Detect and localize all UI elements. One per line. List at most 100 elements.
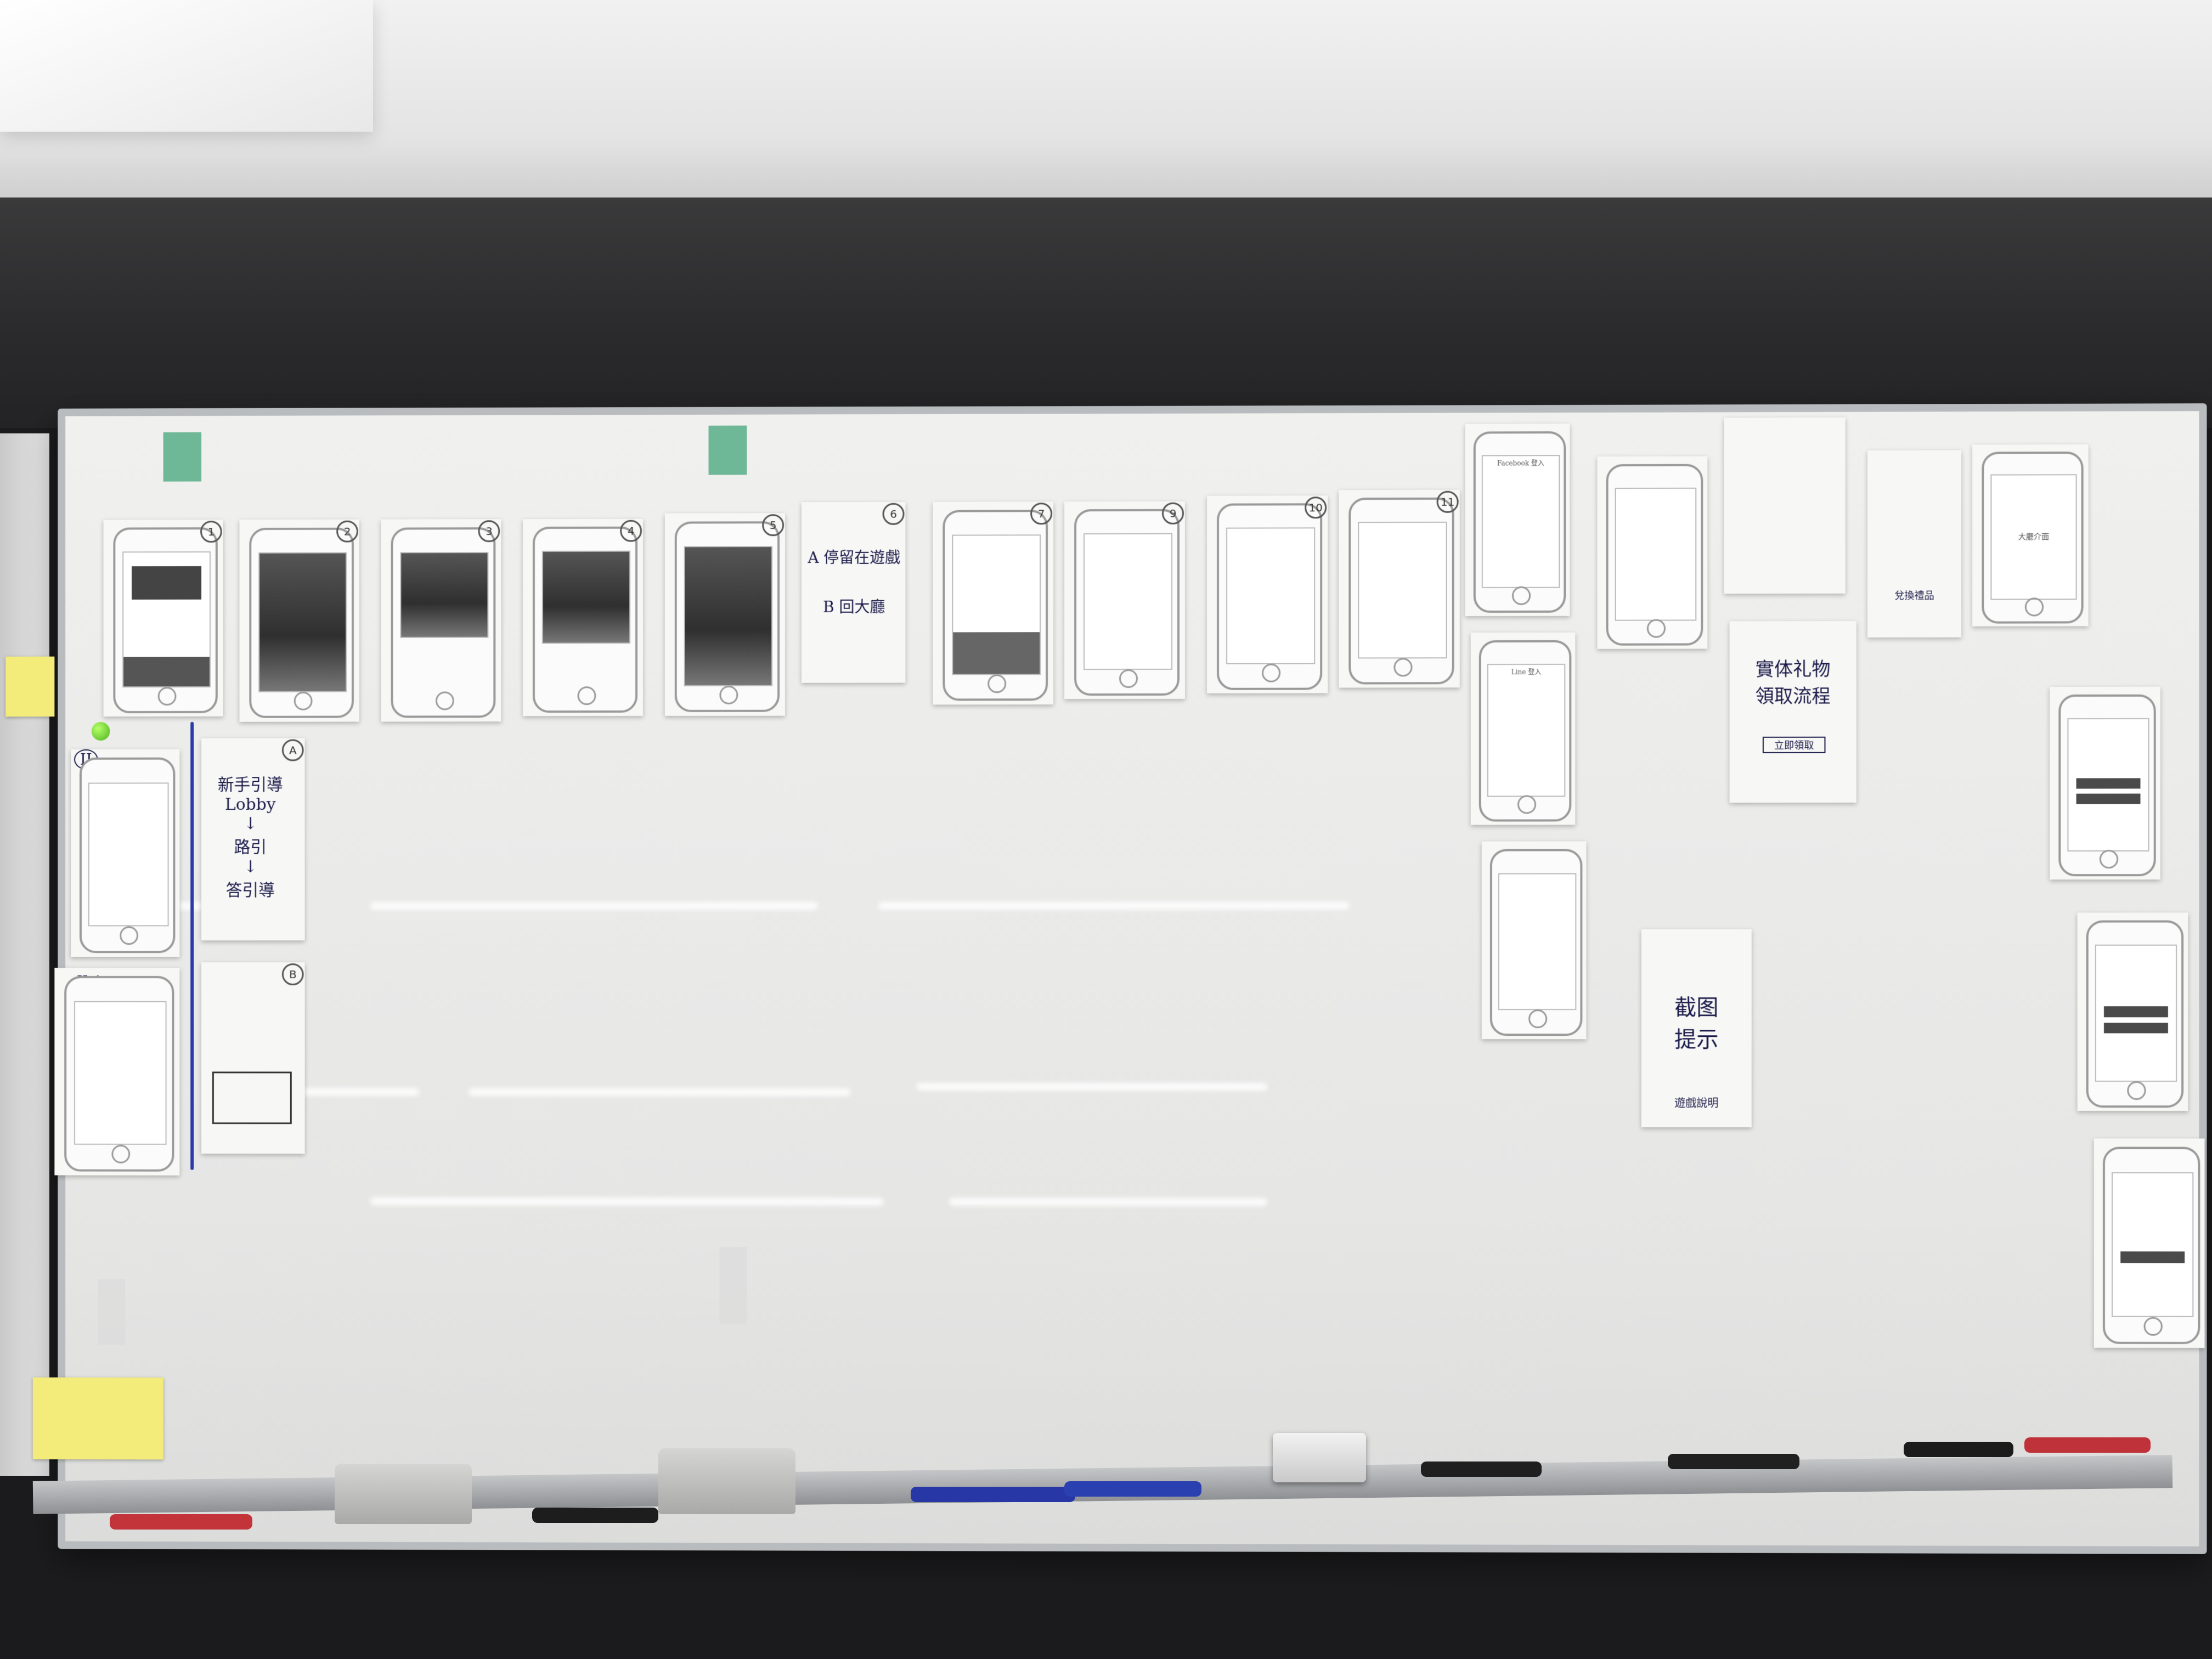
marker-red-right[interactable] xyxy=(2024,1437,2151,1453)
marker-red-left[interactable] xyxy=(110,1514,252,1530)
prototype-sheet-1: 1 xyxy=(103,520,223,717)
marker-black-3[interactable] xyxy=(1668,1454,1799,1469)
note-6-option-b: B 回大廳 xyxy=(823,597,885,616)
onboarding-note: 新手引導 Lobby ↓ 路引 ↓ 答引導 xyxy=(217,775,283,900)
blue-divider-line xyxy=(190,721,194,1170)
home-button-icon xyxy=(294,691,313,710)
frame-number: 5 xyxy=(762,514,785,537)
form-bar xyxy=(2120,1251,2185,1263)
whiteboard: 1 2 3 4 xyxy=(5,403,2207,1554)
phone-screen xyxy=(1498,873,1576,1011)
eraser[interactable] xyxy=(1273,1433,1366,1482)
phone-outline xyxy=(532,527,638,713)
home-button-icon xyxy=(1517,795,1537,814)
form-bar xyxy=(2104,1023,2168,1034)
phone-screen xyxy=(1226,527,1316,664)
phone-outline xyxy=(2102,1147,2200,1344)
home-button-icon xyxy=(719,685,738,704)
phone-screen xyxy=(88,782,169,927)
green-tape-2 xyxy=(708,425,747,475)
prototype-sheet-c xyxy=(1481,841,1587,1040)
phone-screen xyxy=(2111,1172,2194,1317)
phone-outline xyxy=(64,976,174,1172)
form-bar xyxy=(2076,778,2141,789)
facebook-login-title: Facebook 登入 xyxy=(1497,459,1545,467)
phone-outline xyxy=(79,757,176,953)
phone-outline xyxy=(2086,920,2184,1108)
phone-screen: 大廳介面 xyxy=(1990,473,2077,600)
prototype-sheet-9: 9 xyxy=(1064,501,1186,699)
phone-outline xyxy=(1074,509,1180,696)
prototype-sheet-lobby: 大廳介面 xyxy=(1972,444,2089,627)
phone-screen xyxy=(122,551,211,688)
glare-3 xyxy=(878,901,1350,910)
sticky-note-left-edge xyxy=(5,656,55,717)
handwritten-sheet-6: 6 A 停留在遊戲 B 回大廳 xyxy=(801,501,906,683)
marker-blue-2[interactable] xyxy=(1064,1481,1201,1497)
phone-screen xyxy=(541,550,631,644)
screenshot-hint-note: 截图 提示 xyxy=(1674,995,1719,1053)
frame-number: 4 xyxy=(620,520,642,542)
phone-screen xyxy=(1083,533,1173,670)
frame-number: A xyxy=(281,739,304,761)
frame-number: 10 xyxy=(1305,496,1327,519)
bottom-block xyxy=(123,657,210,687)
prototype-sheet-11: 11 xyxy=(1339,489,1460,688)
home-button-icon xyxy=(577,686,596,705)
gift-claim-button-sketch: 立即領取 xyxy=(1762,736,1826,753)
line-login-title: Line 登入 xyxy=(1511,668,1542,676)
phone-outline xyxy=(1490,849,1583,1036)
ceiling-light xyxy=(0,0,373,132)
phone-outline xyxy=(674,521,780,713)
phone-screen xyxy=(1615,487,1697,621)
frame-number: 6 xyxy=(882,503,905,525)
prototype-sheet-right-2 xyxy=(2077,912,2188,1111)
phone-screen xyxy=(684,545,773,686)
marker-black-4[interactable] xyxy=(1904,1442,2013,1457)
marker-black-2[interactable] xyxy=(1421,1462,1542,1477)
game-block xyxy=(952,632,1040,674)
prototype-sheet-3: 3 xyxy=(381,519,501,722)
home-button-icon xyxy=(1511,586,1531,606)
home-button-icon xyxy=(111,1144,131,1164)
frame-number: 1 xyxy=(200,521,222,543)
glare-7 xyxy=(370,1197,884,1206)
dark-wall xyxy=(0,198,2212,428)
redeem-note: 兌換禮品 xyxy=(1894,590,1934,602)
glare-5 xyxy=(468,1088,851,1096)
marker-blue-1[interactable] xyxy=(911,1487,1075,1502)
frame-number: B xyxy=(281,963,304,985)
prototype-sheet-7: 7 xyxy=(933,501,1054,705)
home-button-icon xyxy=(2099,850,2119,869)
phone-screen xyxy=(2095,944,2177,1082)
home-button-icon xyxy=(988,674,1007,693)
phone-outline xyxy=(1216,503,1323,690)
eraser-holder-2 xyxy=(658,1448,795,1514)
prototype-sheet-4: 4 xyxy=(523,518,644,716)
handwritten-sheet-gift: 實体礼物 領取流程 立即領取 xyxy=(1729,620,1857,803)
phone-outline xyxy=(942,510,1048,701)
marker-black-1[interactable] xyxy=(532,1508,658,1523)
phone-outline: Facebook 登入 xyxy=(1473,431,1566,613)
home-button-icon xyxy=(2024,597,2044,617)
glare-6 xyxy=(916,1082,1268,1091)
phone-outline xyxy=(112,527,218,713)
frame-number: 11 xyxy=(1436,490,1459,513)
glare-2 xyxy=(370,902,818,910)
prototype-sheet-10: 10 xyxy=(1207,495,1328,693)
glare-8 xyxy=(949,1198,1268,1206)
phone-outline xyxy=(391,527,496,718)
handwritten-sheet-A: A 新手引導 Lobby ↓ 路引 ↓ 答引導 xyxy=(201,738,305,941)
phone-screen xyxy=(951,534,1041,675)
phone-screen: Line 登入 xyxy=(1487,663,1565,797)
phone-screen: Facebook 登入 xyxy=(1482,454,1560,588)
prototype-sheet-2: 2 xyxy=(239,519,359,722)
green-tape-1 xyxy=(163,432,202,482)
sketch-box xyxy=(212,1071,292,1125)
ceiling xyxy=(0,0,2212,198)
prototype-sheet-5: 5 xyxy=(664,513,786,716)
home-button-icon xyxy=(2127,1081,2146,1100)
tape-remnant-1 xyxy=(98,1279,126,1345)
home-button-icon xyxy=(157,686,177,706)
home-button-icon xyxy=(1646,619,1666,638)
